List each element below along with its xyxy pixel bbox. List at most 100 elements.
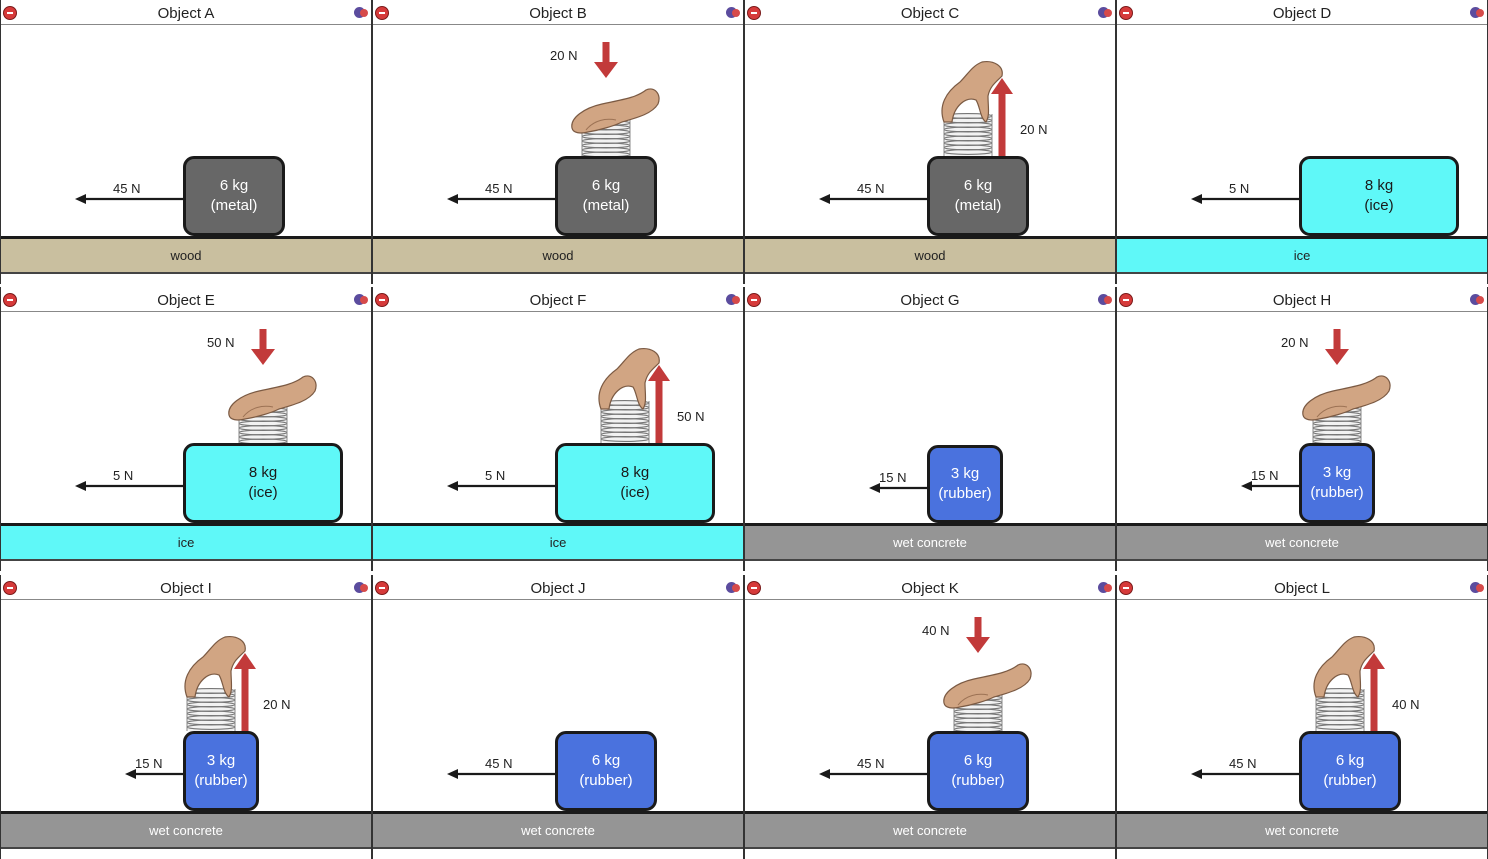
panel-title-bar: Object K (745, 577, 1115, 600)
surface-label: wood (542, 248, 574, 263)
panel-title: Object C (900, 5, 960, 22)
friction-arrow (869, 483, 927, 493)
panel-title-bar: Object F (373, 289, 743, 312)
globe-icon (1097, 6, 1113, 20)
block-material: (rubber) (1323, 772, 1377, 789)
friction-arrow (1191, 194, 1299, 204)
surface-label: ice (177, 535, 195, 550)
app-badge-icon (747, 293, 761, 307)
friction-label: 45 N (857, 756, 885, 771)
surface-strip: wet concrete (745, 523, 1115, 561)
surface-label: wet concrete (1265, 535, 1339, 550)
app-badge-icon (747, 6, 761, 20)
panel-title: Object B (529, 5, 587, 22)
applied-force-label: 20 N (1281, 335, 1309, 350)
force-diagram (1191, 636, 1385, 779)
panel-title: Object G (900, 292, 960, 309)
force-diagram (819, 61, 1013, 204)
force-diagram (447, 348, 670, 491)
friction-arrow (819, 769, 927, 779)
block-mass: 6 kg (963, 177, 993, 194)
pulling-hand (184, 636, 246, 698)
spring (186, 688, 236, 731)
surface-strip: ice (373, 523, 743, 561)
object-block: 6 kg(metal) (183, 156, 285, 236)
applied-force-arrow (1363, 653, 1385, 731)
app-badge-icon (1119, 581, 1133, 595)
block-mass: 6 kg (963, 752, 993, 769)
force-diagram (1241, 329, 1391, 491)
applied-force-label: 50 N (207, 335, 235, 350)
object-panel: Object E 5 N 50 N 8 kg(ice) ice (0, 287, 372, 571)
object-block: 6 kg(metal) (555, 156, 657, 236)
applied-force-arrow (234, 653, 256, 731)
surface-strip: wood (373, 236, 743, 274)
block-material: (ice) (620, 484, 650, 501)
app-badge-icon (1119, 293, 1133, 307)
surface-strip: ice (1, 523, 371, 561)
panel-title-bar: Object G (745, 289, 1115, 312)
applied-force-arrow (594, 42, 618, 78)
globe-icon (1097, 293, 1113, 307)
app-badge-icon (3, 6, 17, 20)
panel-title-bar: Object I (1, 577, 371, 600)
friction-label: 45 N (485, 756, 513, 771)
object-block: 8 kg(ice) (183, 443, 343, 523)
surface-strip: wet concrete (1117, 523, 1487, 561)
pushing-hand (1302, 375, 1391, 421)
pushing-hand (571, 88, 660, 134)
friction-label: 45 N (1229, 756, 1257, 771)
friction-arrow (75, 194, 183, 204)
friction-label: 45 N (113, 181, 141, 196)
block-mass: 6 kg (219, 177, 249, 194)
globe-icon (1097, 581, 1113, 595)
applied-force-label: 40 N (1392, 697, 1420, 712)
object-block: 6 kg(rubber) (555, 731, 657, 811)
friction-label: 5 N (485, 468, 506, 483)
block-mass: 3 kg (1322, 464, 1352, 481)
object-block: 6 kg(rubber) (1299, 731, 1401, 811)
globe-icon (1469, 581, 1485, 595)
friction-label: 45 N (485, 181, 513, 196)
surface-strip: wood (1, 236, 371, 274)
block-mass: 3 kg (206, 752, 236, 769)
panel-title: Object K (901, 580, 959, 597)
force-diagram (1191, 194, 1299, 204)
panel-title-bar: Object H (1117, 289, 1487, 312)
pulling-hand (941, 61, 1003, 123)
friction-arrow (447, 194, 555, 204)
object-block: 6 kg(rubber) (927, 731, 1029, 811)
app-badge-icon (747, 581, 761, 595)
friction-arrow (1241, 481, 1299, 491)
object-block: 8 kg(ice) (555, 443, 715, 523)
surface-label: ice (549, 535, 567, 550)
force-diagram (125, 636, 256, 779)
panel-title-bar: Object L (1117, 577, 1487, 600)
app-badge-icon (1119, 6, 1133, 20)
friction-arrow (75, 481, 183, 491)
object-block: 3 kg (rubber) (1299, 443, 1375, 523)
app-badge-icon (3, 293, 17, 307)
force-diagram (447, 769, 555, 779)
surface-strip: wet concrete (745, 811, 1115, 849)
applied-force-label: 20 N (1020, 122, 1048, 137)
globe-icon (1469, 293, 1485, 307)
panel-title-bar: Object B (373, 2, 743, 25)
friction-arrow (447, 769, 555, 779)
panel-title: Object H (1272, 292, 1332, 309)
block-material: (rubber) (938, 485, 992, 502)
block-mass: 8 kg (1364, 177, 1394, 194)
friction-label: 5 N (113, 468, 134, 483)
pulling-hand (1313, 636, 1375, 698)
block-material: (rubber) (1310, 484, 1364, 501)
app-badge-icon (375, 581, 389, 595)
panel-title: Object F (529, 292, 587, 309)
panel-title-bar: Object A (1, 2, 371, 25)
app-badge-icon (3, 581, 17, 595)
panel-title-bar: Object E (1, 289, 371, 312)
surface-label: wet concrete (893, 535, 967, 550)
